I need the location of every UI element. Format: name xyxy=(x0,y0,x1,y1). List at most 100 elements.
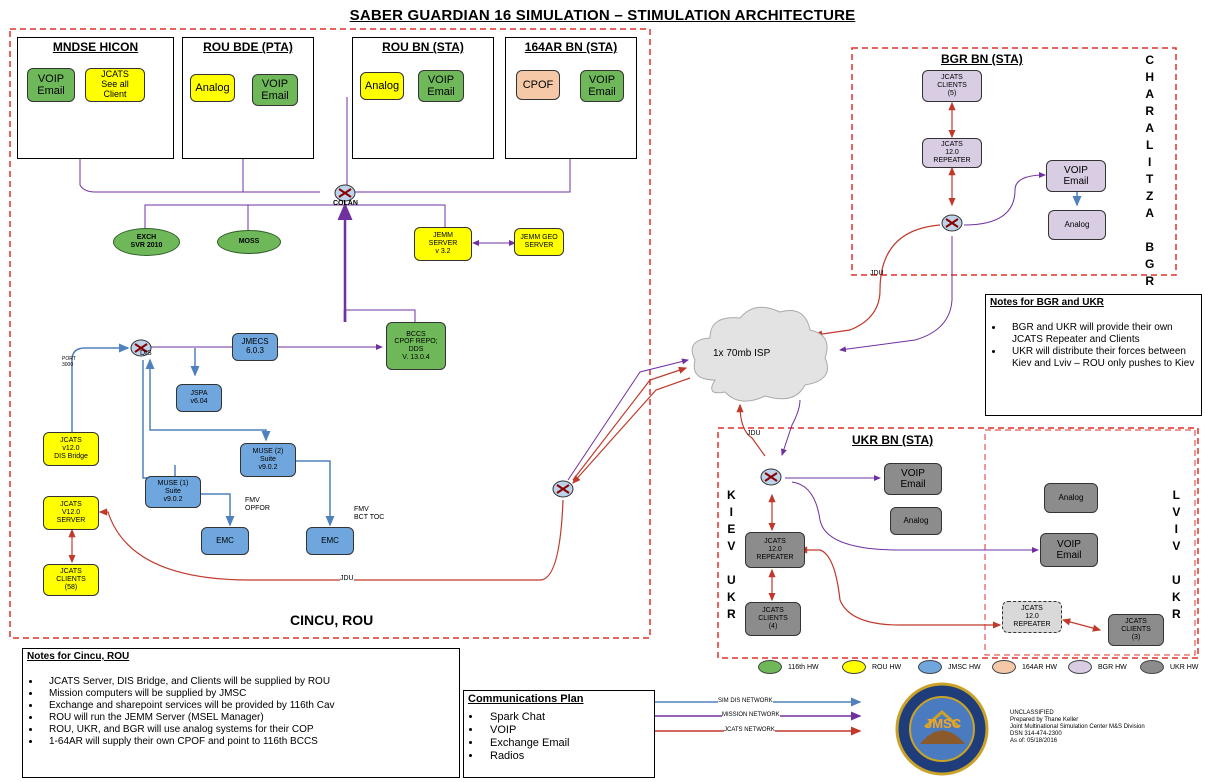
exch-server-node: EXCH SVR 2010 xyxy=(113,228,180,256)
legend-swatch xyxy=(1068,660,1092,674)
moss-node: MOSS xyxy=(217,230,281,254)
ukr-jcats-repeater-node: JCATS 12.0 REPEATER xyxy=(745,532,805,568)
rou-bn-voip-node: VOIP Email xyxy=(418,70,464,102)
comms-plan-heading: Communications Plan xyxy=(468,693,584,705)
legend-label: ROU HW xyxy=(872,663,902,671)
comms-plan-item: Radios xyxy=(482,750,654,763)
jcats-clients-58-node: JCATS CLIENTS (58) xyxy=(43,564,99,596)
cloud-icon xyxy=(691,306,828,402)
bgr-jcats-clients-node: JCATS CLIENTS (5) xyxy=(922,70,982,102)
ukr-boundary xyxy=(717,427,1199,659)
legend-swatch xyxy=(992,660,1016,674)
legend-rou-hw: ROU HW xyxy=(842,660,901,674)
ukr-jdu-label: JDU xyxy=(747,430,761,437)
rou-bde-analog-node: Analog xyxy=(190,74,235,102)
legend-label: UKR HW xyxy=(1170,663,1199,671)
mndse-header: MNDSE HICON xyxy=(52,40,139,54)
mission-network-label: MISSION NETWORK xyxy=(722,712,780,718)
dis-label: DIS xyxy=(140,350,152,357)
isp-label: 1x 70mb ISP xyxy=(713,348,771,359)
jmsc-logo: JMSC xyxy=(895,682,990,777)
comms-plan-item: Spark Chat xyxy=(482,711,654,724)
legend-swatch xyxy=(918,660,942,674)
jdu-label-cincu: JDU xyxy=(340,575,354,583)
legend-label: JMSC HW xyxy=(948,663,981,671)
bgr-analog-node: Analog xyxy=(1048,210,1106,240)
legend-swatch xyxy=(758,660,782,674)
lviv-jcats-repeater-node: JCATS 12.0 REPEATER xyxy=(1002,601,1062,633)
port-label: PORT 3000 xyxy=(62,356,76,368)
charalitza-bgr-label: C H A R A L I T Z A B G R xyxy=(1145,53,1155,288)
comms-plan-item: VOIP xyxy=(482,724,654,737)
bgr-ukr-notes-heading: Notes for BGR and UKR xyxy=(990,297,1104,308)
legend-swatch xyxy=(1140,660,1164,674)
ukr-jcats-clients-node: JCATS CLIENTS (4) xyxy=(745,602,801,636)
ukr-router-icon xyxy=(760,466,782,488)
mndse-jcats-node: JCATS See all Client xyxy=(85,68,145,102)
rou-bn-header: ROU BN (STA) xyxy=(382,40,464,54)
legend-label: 164AR HW xyxy=(1022,663,1058,671)
jcats-server-node: JCATS V12.0 SERVER xyxy=(43,496,99,530)
cincu-notes-box: Notes for Cincu, ROU JCATS Server, DIS B… xyxy=(22,648,460,778)
emc-1-node: EMC xyxy=(201,527,249,555)
cincu-boundary xyxy=(9,28,651,639)
lviv-jcats-clients-node: JCATS CLIENTS (3) xyxy=(1108,614,1164,646)
cincu-note-item: JCATS Server, DIS Bridge, and Clients wi… xyxy=(41,676,459,688)
cincu-note-item: Exchange and sharepoint services will be… xyxy=(41,700,459,712)
cincu-note-item: 1-64AR will supply their own CPOF and po… xyxy=(41,736,459,748)
cincu-area-label: CINCU, ROU xyxy=(290,612,374,628)
legend-swatch xyxy=(842,660,866,674)
colan-router-icon xyxy=(334,182,356,204)
cincu-note-item: ROU, UKR, and BGR will use analog system… xyxy=(41,724,459,736)
lviv-ukr-label: L V I V U K R xyxy=(1172,488,1181,621)
sim-dis-network-label: SIM DIS NETWORK xyxy=(718,698,773,704)
cincu-note-item: Mission computers will be supplied by JM… xyxy=(41,688,459,700)
legend-ukr-hw: UKR HW xyxy=(1140,660,1198,674)
legend-jmsc-hw: JMSC HW xyxy=(918,660,981,674)
rou-bn-analog-node: Analog xyxy=(360,72,404,100)
colan-label: COLAN xyxy=(333,200,358,207)
jemm-server-node: JEMM SERVER v 3.2 xyxy=(414,227,472,261)
muse-1-node: MUSE (1) Suite v9.0.2 xyxy=(145,476,201,508)
dis-router-icon xyxy=(130,337,152,359)
bgr-ukr-note-item: UKR will distribute their forces between… xyxy=(1004,346,1201,370)
legend-label: 116th HW xyxy=(788,663,819,671)
cincu-note-item: ROU will run the JEMM Server (MSEL Manag… xyxy=(41,712,459,724)
kiev-ukr-label: K I E V U K R xyxy=(727,488,736,621)
bgr-jdu-label: JDU xyxy=(870,270,884,277)
jcats-dis-bridge-node: JCATS v12.0 DIS Bridge xyxy=(43,432,99,466)
legend-bgr-hw: BGR HW xyxy=(1068,660,1127,674)
comms-plan-item: Exchange Email xyxy=(482,737,654,750)
diagram-title: SABER GUARDIAN 16 SIMULATION – STIMULATI… xyxy=(349,7,856,24)
bgr-ukr-notes-box: Notes for BGR and UKR BGR and UKR will p… xyxy=(985,294,1202,416)
ukr-voip-1-node: VOIP Email xyxy=(884,463,942,495)
rou-bde-voip-node: VOIP Email xyxy=(252,74,298,106)
jcats-network-label: JCATS NETWORK xyxy=(724,727,775,733)
jmecs-node: JMECS 6.0.3 xyxy=(232,333,278,361)
jspa-node: JSPA v6.04 xyxy=(176,384,222,412)
jmsc-seal-icon xyxy=(895,682,989,776)
ukr-analog-2-node: Analog xyxy=(1044,483,1098,513)
ukr-header: UKR BN (STA) xyxy=(852,433,934,447)
logo-text: JMSC xyxy=(925,716,962,731)
lviv-boundary xyxy=(984,429,1196,656)
legend-label: BGR HW xyxy=(1098,663,1127,671)
isp-cloud: 1x 70mb ISP xyxy=(685,300,835,408)
ar164-cpof-node: CPOF xyxy=(516,70,560,100)
bgr-voip-node: VOIP Email xyxy=(1046,160,1106,192)
ukr-voip-2-node: VOIP Email xyxy=(1040,533,1098,567)
comms-plan-box: Communications Plan Spark Chat VOIP Exch… xyxy=(463,690,655,778)
jemm-geo-server-node: JEMM GEO SERVER xyxy=(514,228,564,256)
cincu-notes-heading: Notes for Cincu, ROU xyxy=(27,651,130,662)
classification-block: UNCLASSIFIED Prepared by Thane Keller Jo… xyxy=(1010,710,1145,744)
muse-2-node: MUSE (2) Suite v9.0.2 xyxy=(240,443,296,477)
emc-2-node: EMC xyxy=(306,527,354,555)
fmv-opfor-label: FMV OPFOR xyxy=(245,497,270,512)
bgr-ukr-note-item: BGR and UKR will provide their own JCATS… xyxy=(1004,322,1201,346)
rou-bde-header: ROU BDE (PTA) xyxy=(203,40,293,54)
bgr-router-icon xyxy=(941,212,963,234)
ar164-voip-node: VOIP Email xyxy=(580,70,624,102)
fmv-bct-toc-label: FMV BCT TOC xyxy=(354,506,385,521)
bccs-node: BCCS CPOF REPO; DDS V. 13.0.4 xyxy=(386,322,446,370)
